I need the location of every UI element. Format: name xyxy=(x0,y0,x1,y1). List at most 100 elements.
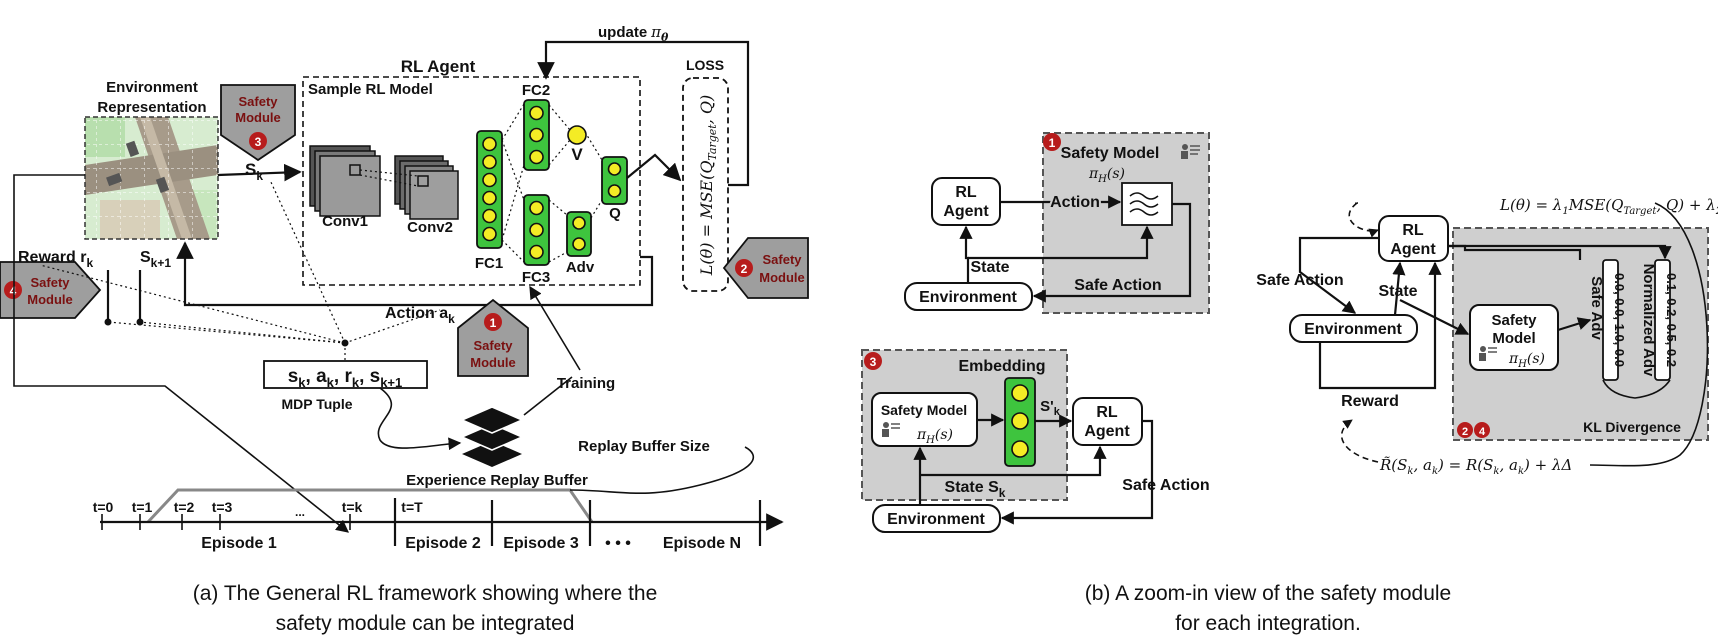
badge-1-text: 1 xyxy=(490,316,497,330)
caption-b-line1: (b) A zoom-in view of the safety module xyxy=(1085,582,1452,605)
tick-t3: t=3 xyxy=(212,499,233,515)
subpanel-1: 1 Safety Model πH(s) RL Agent Environmen… xyxy=(904,132,1210,314)
loss-box: LOSS L(θ) = MSE(QTarget, Q) xyxy=(682,57,729,292)
state-to-filter-arrow xyxy=(968,225,1154,260)
caption-a-line2: safety module can be integrated xyxy=(276,612,575,635)
fc-connections xyxy=(501,103,603,263)
conv2-stack: Conv2 xyxy=(394,155,459,236)
tick-dots: ... xyxy=(295,505,305,519)
q-label: Q xyxy=(609,205,621,222)
state-label-24: State xyxy=(1378,283,1417,300)
conv1-stack: Conv1 xyxy=(309,145,381,230)
badge-b4-text: 4 xyxy=(1479,426,1486,438)
sample-model-title: Sample RL Model xyxy=(308,81,433,98)
safe-action-arrow-3 xyxy=(1000,419,1154,525)
tick-t2: t=2 xyxy=(174,499,195,515)
pi-h-label-3: πH(s) xyxy=(916,427,953,446)
rl-agent-label-3a: RL xyxy=(1096,404,1118,421)
environment-box-3 xyxy=(872,504,1001,533)
state-arrow xyxy=(217,163,302,182)
environment-representation: Environment Representation xyxy=(84,79,219,240)
safety-label: Safety xyxy=(473,338,513,353)
episode-1: Episode 1 xyxy=(201,535,277,552)
safety-module-2: 2 Safety Module xyxy=(722,237,809,299)
subpanel-3: 3 Embedding Safety Model πH(s) RL Agent xyxy=(861,349,1210,533)
rl-agent-title: RL Agent xyxy=(401,57,476,76)
person-icon xyxy=(882,422,900,437)
badge-3-text: 3 xyxy=(255,135,262,149)
kl-brace xyxy=(1602,379,1671,399)
training-label: Training xyxy=(557,375,615,392)
sample-rl-model-box xyxy=(302,76,641,286)
reward-label: Reward rk xyxy=(18,249,93,270)
replay-buffer-stack xyxy=(460,406,524,467)
episode-ellipsis: • • • xyxy=(605,535,631,552)
q-layer: Q xyxy=(601,156,628,222)
training-arrow xyxy=(529,285,581,371)
badge-3 xyxy=(249,132,267,150)
mdp-tuple-text: sk, ak, rk, sk+1 xyxy=(288,366,403,390)
badge-b3 xyxy=(864,352,882,370)
safe-adv-vector: 0.0, 0.0, 1.0, 0.0 Safe Adv xyxy=(1588,259,1627,381)
loss-curve-arrow xyxy=(1348,202,1379,238)
action-label-1: Action xyxy=(1050,194,1100,211)
badge-b1 xyxy=(1043,133,1061,151)
state-arrow-24 xyxy=(1392,261,1406,316)
action-arrow xyxy=(176,241,654,307)
normalized-adv-vector: 0.1, 0.2, 0.5, 0.2 Normalized Adv xyxy=(1640,259,1679,381)
update-arrow xyxy=(537,40,750,187)
replay-size-curve xyxy=(569,446,755,495)
loss-formula: L(θ) = MSE(QTarget, Q) xyxy=(697,95,719,277)
action-label: Action ak xyxy=(385,305,455,326)
episode-3: Episode 3 xyxy=(503,535,579,552)
kl-label: KL Divergence xyxy=(1583,419,1681,435)
badge-4 xyxy=(4,281,22,299)
replay-size-label: Replay Buffer Size xyxy=(578,438,710,455)
s-next-label: Sk+1 xyxy=(140,249,171,270)
model-to-safeadv-arrow xyxy=(1557,317,1592,332)
episode-2: Episode 2 xyxy=(405,535,481,552)
env-rep-title-2: Representation xyxy=(97,99,206,116)
safety-module-4: 4 Safety Module xyxy=(0,261,102,319)
module-label: Module xyxy=(470,355,516,370)
badge-2 xyxy=(735,259,753,277)
loss-title: LOSS xyxy=(686,57,724,73)
person-icon xyxy=(1181,144,1200,159)
environment-label-3: Environment xyxy=(887,511,985,528)
v-node: V xyxy=(567,125,587,164)
q-to-loss-arrow xyxy=(626,153,682,182)
embedding-label: Embedding xyxy=(958,358,1045,375)
embedding-layer xyxy=(1004,377,1036,467)
person-icon xyxy=(1479,346,1497,361)
mdp-caption: MDP Tuple xyxy=(281,396,352,412)
lambda-curve xyxy=(1589,202,1709,467)
safe-action-arrow-1 xyxy=(1032,202,1192,303)
safety-model-box-24 xyxy=(1469,304,1559,371)
adv-label: Adv xyxy=(566,259,595,276)
caption-b-line2: for each integration. xyxy=(1175,612,1361,635)
rl-agent-label-24b: Agent xyxy=(1390,241,1436,258)
env-to-timeline xyxy=(13,174,350,533)
agent-to-adv-arrow xyxy=(1448,244,1672,260)
s-prime-label: S'k xyxy=(1040,398,1061,418)
badge-1 xyxy=(484,313,502,331)
fc2-label: FC2 xyxy=(522,82,550,99)
safety-model-label-24b: Model xyxy=(1492,330,1535,347)
module-label: Module xyxy=(235,110,281,125)
rl-agent-label-1: RL xyxy=(955,184,977,201)
rl-agent-label-3b: Agent xyxy=(1084,423,1130,440)
module-label: Module xyxy=(759,270,805,285)
caption-a-line1: (a) The General RL framework showing whe… xyxy=(193,582,658,605)
conv1-label: Conv1 xyxy=(322,213,368,230)
rl-agent-label-24a: RL xyxy=(1402,222,1424,239)
adv-layer: Adv xyxy=(566,211,595,276)
safe-action-arrow-24 xyxy=(1298,236,1379,314)
norm-adv-values: 0.1, 0.2, 0.5, 0.2 xyxy=(1664,273,1679,367)
replay-window xyxy=(146,488,594,524)
reward-curve-arrow xyxy=(1340,419,1379,463)
fc2-layer: FC2 xyxy=(522,82,550,171)
filter-box xyxy=(1121,182,1173,226)
safety-module-3: Safety Module 3 xyxy=(220,84,296,162)
